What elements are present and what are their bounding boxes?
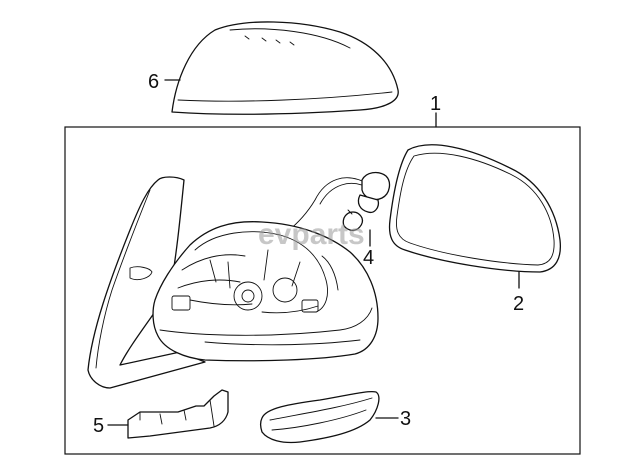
part-mirror-housing[interactable] [87, 176, 379, 389]
watermark-text: evparts [258, 218, 365, 251]
callout-2: 2 [513, 293, 524, 315]
leader-lines [107, 79, 520, 426]
part-mirror-cover[interactable] [171, 21, 399, 115]
callout-6: 6 [148, 71, 159, 93]
part-turn-signal-lens[interactable] [259, 390, 380, 444]
callout-1: 1 [430, 93, 441, 115]
callout-3: 3 [400, 408, 411, 430]
part-bracket[interactable] [127, 389, 229, 439]
assembly-frame [64, 126, 581, 455]
callout-4: 4 [363, 247, 374, 269]
callout-5: 5 [93, 415, 104, 437]
part-mirror-glass[interactable] [388, 144, 562, 273]
